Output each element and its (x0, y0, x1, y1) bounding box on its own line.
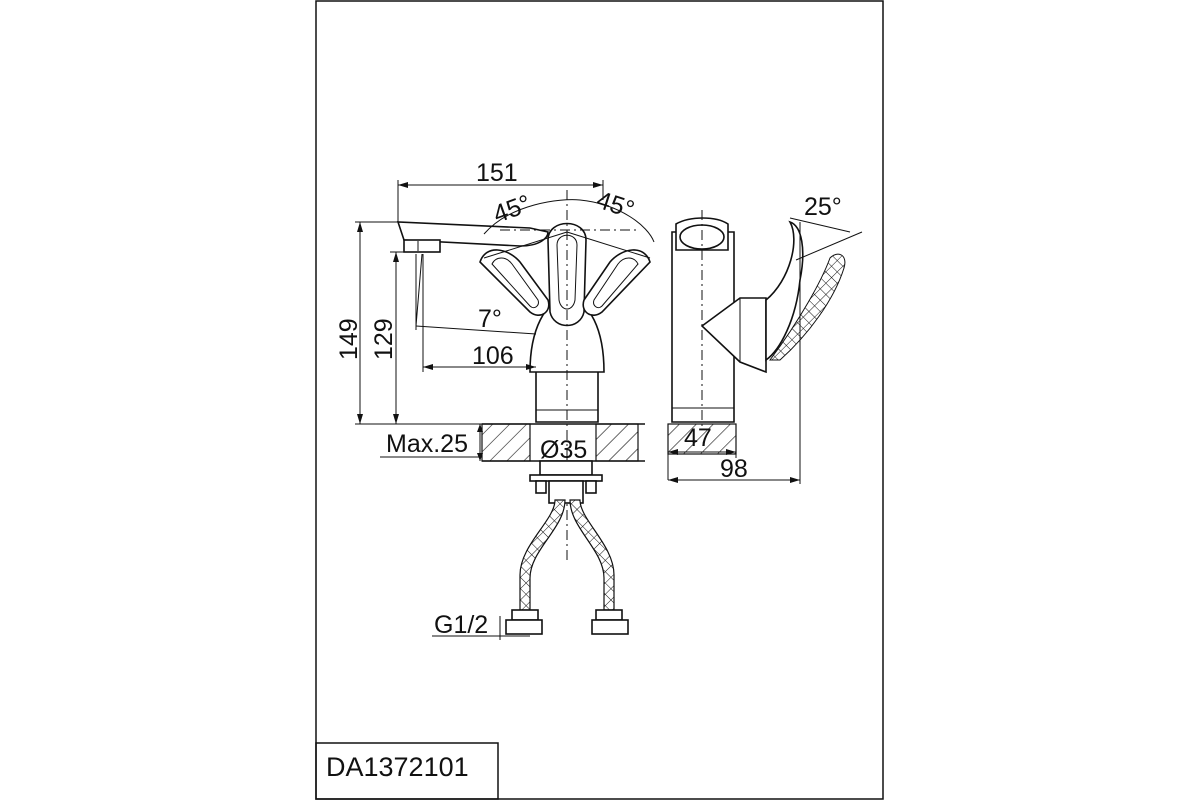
dim-max-25: Max.25 (386, 430, 468, 458)
model-code: DA1372101 (326, 752, 469, 782)
dim-98: 98 (720, 455, 748, 483)
dim-45-right: 45° (593, 186, 638, 224)
dim-25-deg: 25° (804, 193, 842, 221)
dim-149: 149 (335, 318, 363, 360)
dim-106: 106 (472, 342, 514, 370)
hose-left (519, 499, 566, 611)
dim-45-left: 45° (489, 190, 534, 229)
side-view: 47 98 25° (667, 193, 863, 484)
deck-section-left (481, 423, 531, 462)
dim-47: 47 (684, 424, 712, 452)
title-box (315, 742, 499, 800)
deck-section-right (595, 423, 639, 462)
hose-right (569, 499, 615, 611)
dim-151: 151 (476, 159, 518, 187)
dim-129: 129 (370, 318, 398, 360)
front-view: 151 45° 45° 7° 106 149 129 Max.25 Ø35 G1… (335, 159, 655, 640)
drawing-frame (315, 0, 884, 800)
dim-diameter-35: Ø35 (540, 436, 587, 464)
dim-7-deg: 7° (478, 305, 502, 333)
dim-g-1-2: G1/2 (434, 611, 488, 639)
